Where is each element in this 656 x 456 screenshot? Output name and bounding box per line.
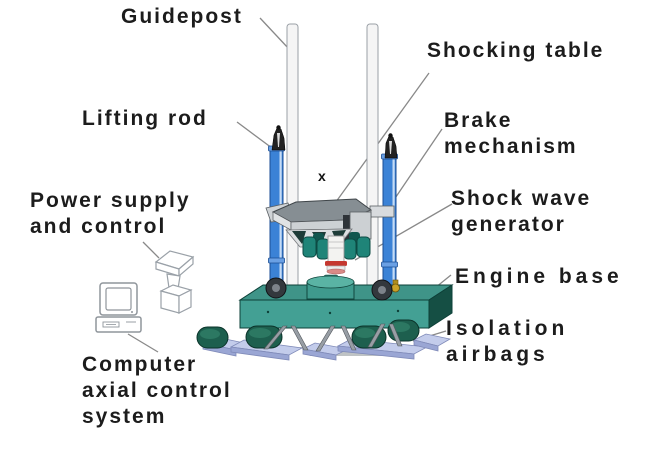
power-supply-icon	[154, 250, 195, 314]
label-isolation-airbags: Isolation airbags	[446, 317, 569, 366]
guide-wheel-right	[371, 279, 393, 301]
table-position-marker: x	[318, 168, 326, 184]
leader-power-supply	[142, 241, 160, 259]
label-engine-base: Engine base	[455, 265, 623, 288]
brass-valve	[391, 279, 400, 293]
guide-wheel-left	[265, 277, 287, 299]
guidepost-left	[286, 23, 299, 295]
label-shock-wave-generator: Shock wave generator	[451, 187, 592, 236]
brake-gripper-left	[271, 125, 286, 151]
generator-center-piston	[325, 235, 347, 275]
leader-computer-system	[127, 333, 159, 353]
leader-shocking-table	[332, 72, 430, 207]
label-lifting-rod: Lifting rod	[82, 107, 208, 130]
leader-guidepost	[259, 17, 290, 50]
shock-wave-generator	[302, 232, 371, 275]
label-computer-axial-control: Computer axial control system	[82, 353, 232, 428]
anvil-cylinder	[306, 274, 355, 300]
label-shocking-table: Shocking table	[427, 39, 605, 62]
label-brake-mechanism: Brake mechanism	[444, 109, 578, 158]
computer-icon	[95, 282, 142, 333]
table-rod-bracket-right	[369, 205, 395, 218]
support-struts	[263, 323, 403, 352]
label-power-supply: Power supply and control	[30, 189, 191, 238]
label-guidepost: Guidepost	[121, 5, 243, 28]
engine-base-side	[428, 284, 453, 329]
lifting-rod-right	[381, 133, 398, 289]
brake-gripper-right	[384, 133, 398, 159]
